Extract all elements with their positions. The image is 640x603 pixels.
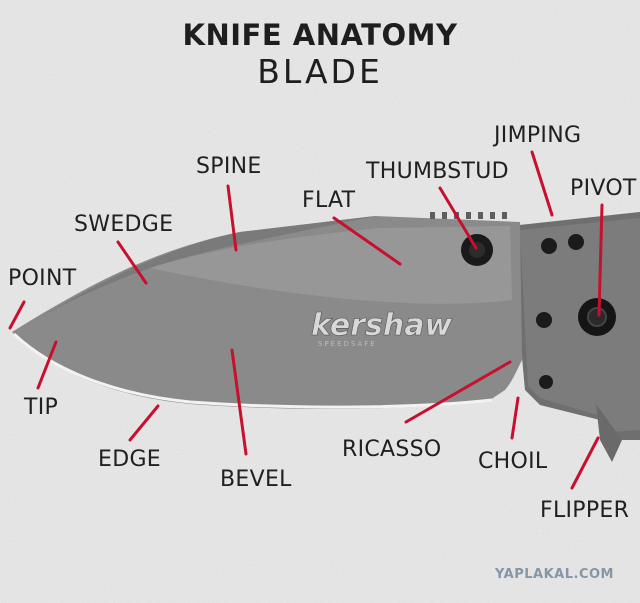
- label-thumbstud: THUMBSTUD: [366, 159, 509, 184]
- cutting-edge: [12, 332, 493, 409]
- label-tip: TIP: [24, 395, 59, 420]
- jimping-notches: [430, 212, 507, 219]
- pointer-lines: [8, 150, 604, 490]
- label-jimping: JIMPING: [494, 123, 582, 148]
- pointer-flipper: [570, 436, 600, 490]
- handle-hole: [539, 375, 553, 389]
- pointer-choil: [510, 396, 520, 440]
- flipper-tab: [596, 404, 622, 462]
- pointer-point: [8, 300, 26, 330]
- pointer-thumbstud: [438, 186, 478, 250]
- label-ricasso: RICASSO: [342, 437, 442, 462]
- pointer-flat: [332, 216, 402, 266]
- pointer-pivot: [597, 203, 604, 317]
- label-swedge: SWEDGE: [74, 212, 174, 237]
- brand-logo: kershaw: [311, 308, 452, 343]
- label-edge: EDGE: [98, 447, 161, 472]
- label-bevel: BEVEL: [220, 467, 292, 492]
- label-pivot: PIVOT: [570, 176, 637, 201]
- handle-hole: [568, 234, 584, 250]
- pointer-ricasso: [404, 360, 512, 424]
- diagram-subtitle: BLADE: [257, 52, 383, 91]
- pointer-swedge: [116, 240, 148, 285]
- pointer-tip: [36, 340, 58, 390]
- watermark: YAPLAKAL.COM: [495, 567, 614, 582]
- label-choil: CHOIL: [478, 449, 548, 474]
- handle-hole: [541, 238, 557, 254]
- pointer-spine: [226, 184, 238, 252]
- label-flipper: FLIPPER: [540, 498, 630, 523]
- label-spine: SPINE: [196, 154, 262, 179]
- diagram-title: KNIFE ANATOMY: [182, 18, 458, 52]
- pointer-edge: [128, 404, 160, 442]
- brand-sub: SPEEDSAFE: [318, 340, 377, 348]
- pointer-bevel: [230, 348, 248, 456]
- pointer-jimping: [530, 150, 554, 217]
- handle-hole: [536, 312, 552, 328]
- label-point: POINT: [8, 266, 77, 291]
- label-flat: FLAT: [302, 188, 356, 213]
